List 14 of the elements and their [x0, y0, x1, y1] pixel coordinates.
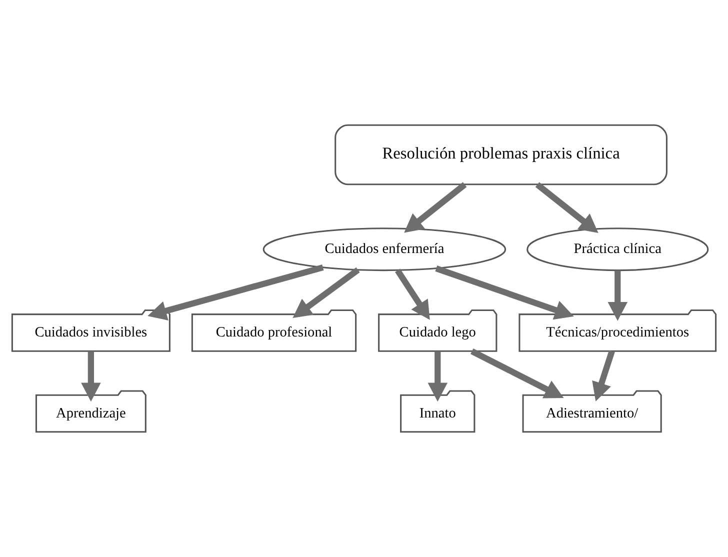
arrow: [292, 267, 360, 318]
arrow: [395, 268, 430, 320]
node-ellipse: Cuidados enfermería: [262, 228, 506, 272]
arrow: [428, 351, 448, 402]
arrow: [81, 351, 101, 402]
arrow: [608, 270, 628, 321]
arrow: [470, 348, 564, 398]
arrow: [592, 350, 615, 402]
arrow: [148, 264, 324, 320]
node-ellipse: Práctica clínica: [526, 228, 709, 272]
arrow: [535, 182, 598, 234]
arrow: [435, 266, 574, 320]
node-box: Resolución problemas praxis clínica: [334, 124, 668, 186]
arrow: [404, 182, 467, 233]
